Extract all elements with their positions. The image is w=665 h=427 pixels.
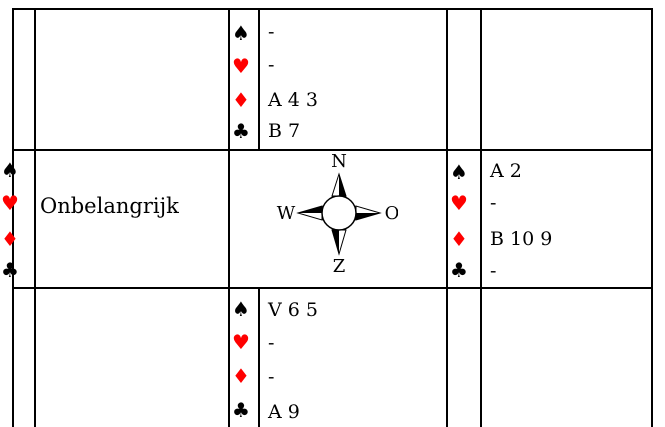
grid-line xyxy=(12,149,653,151)
spade-icon: ♠ xyxy=(232,297,250,321)
compass-letter-n: N xyxy=(331,151,347,172)
north-spades: - xyxy=(268,21,275,43)
diamond-icon: ♦ xyxy=(1,227,19,251)
diamond-icon: ♦ xyxy=(232,88,250,112)
club-icon: ♣ xyxy=(232,119,250,143)
east-spades: A 2 xyxy=(490,160,522,182)
west-label: Onbelangrijk xyxy=(40,194,179,218)
grid-line xyxy=(12,8,14,427)
heart-icon: ♥ xyxy=(232,54,250,78)
diamond-icon: ♦ xyxy=(232,364,250,388)
club-icon: ♣ xyxy=(232,398,250,422)
grid-line xyxy=(12,8,653,10)
club-icon: ♣ xyxy=(450,258,468,282)
grid-line xyxy=(446,8,448,427)
east-clubs: - xyxy=(490,260,497,282)
south-diamonds: - xyxy=(268,366,275,388)
grid-line xyxy=(651,8,653,427)
grid-line xyxy=(12,287,653,289)
grid-line xyxy=(34,8,36,427)
spade-icon: ♠ xyxy=(450,160,468,184)
grid-line xyxy=(258,287,260,427)
diamond-icon: ♦ xyxy=(450,227,468,251)
grid-line xyxy=(228,8,230,427)
compass-rose: N W O Z xyxy=(277,151,398,277)
spade-icon: ♠ xyxy=(232,21,250,45)
south-spades: V 6 5 xyxy=(268,299,318,321)
south-clubs: A 9 xyxy=(268,401,300,423)
heart-icon: ♥ xyxy=(1,191,19,215)
grid-line xyxy=(480,8,482,427)
north-hearts: - xyxy=(268,54,275,76)
east-diamonds: B 10 9 xyxy=(490,228,553,250)
compass-letter-z: Z xyxy=(333,256,346,277)
heart-icon: ♥ xyxy=(232,330,250,354)
east-hearts: - xyxy=(490,192,497,214)
grid-line xyxy=(258,8,260,151)
spade-icon: ♠ xyxy=(1,158,19,182)
compass-letter-w: W xyxy=(277,203,296,224)
heart-icon: ♥ xyxy=(450,191,468,215)
compass-center xyxy=(321,195,357,231)
compass-letter-o: O xyxy=(385,203,398,224)
north-diamonds: A 4 3 xyxy=(268,89,318,111)
south-hearts: - xyxy=(268,332,275,354)
club-icon: ♣ xyxy=(1,258,19,282)
north-clubs: B 7 xyxy=(268,120,301,142)
